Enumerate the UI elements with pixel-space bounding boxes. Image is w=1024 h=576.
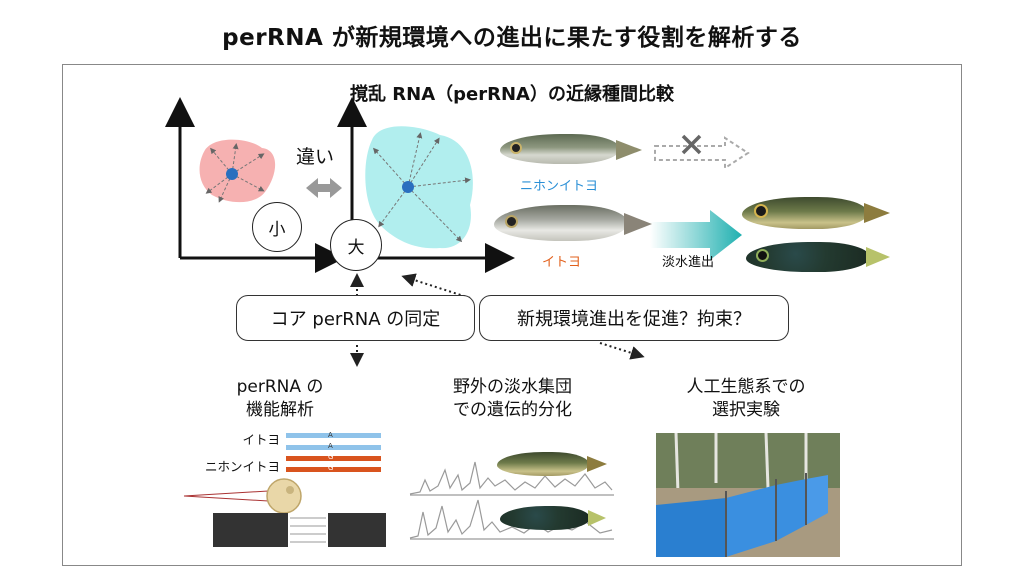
small-center-dot xyxy=(226,168,238,180)
itoyo-label: イトヨ xyxy=(542,255,582,270)
function-analysis-label: perRNA の 機能解析 xyxy=(205,376,355,422)
environment-question-box: 新規環境進出を促進？拘束？ xyxy=(479,295,789,341)
freshwater-arrow xyxy=(650,210,742,260)
selection-experiment-line1: 人工生態系での xyxy=(686,377,806,397)
core-perrna-box: コア perRNA の同定 xyxy=(236,295,475,341)
itoyo-fish-image xyxy=(494,203,654,245)
small-bubble: 小 xyxy=(252,202,302,252)
selection-experiment-label: 人工生態系での 選択実験 xyxy=(666,376,826,422)
seq-base: A xyxy=(328,431,333,439)
function-analysis-line1: perRNA の xyxy=(236,377,324,397)
difference-double-arrow xyxy=(306,178,342,198)
experiment-photo-graphic xyxy=(656,433,840,557)
large-center-dot xyxy=(402,181,414,193)
wild-population-label: 野外の淡水集団 での遺伝的分化 xyxy=(420,376,605,422)
seq-label-itoyo: イトヨ xyxy=(242,432,280,447)
microinjection-graphic xyxy=(183,478,302,514)
left-axes xyxy=(165,97,345,273)
large-bubble: 大 xyxy=(330,219,382,271)
nihon-itoyo-label: ニホンイトヨ xyxy=(520,179,599,194)
experiment-photo xyxy=(656,433,840,557)
seq-base: A xyxy=(328,442,333,450)
sequence-bars xyxy=(286,433,381,472)
wild-population-line1: 野外の淡水集団 xyxy=(453,377,572,397)
nihon-itoyo-fish-image xyxy=(500,132,645,168)
large-variance-cloud xyxy=(365,126,473,249)
page-title: perRNA が新規環境への進出に果たす役割を解析する xyxy=(222,25,802,51)
freshwater-label: 淡水進出 xyxy=(662,255,715,270)
seq-base: G xyxy=(328,464,334,472)
function-analysis-line2: 機能解析 xyxy=(246,400,314,420)
figure-frame xyxy=(62,64,962,566)
freshwater-fish-image-2 xyxy=(746,240,894,274)
freshwater-fish-image-1 xyxy=(742,195,894,233)
wild-population-line2: での遺伝的分化 xyxy=(453,400,572,420)
difference-label: 違い xyxy=(296,146,335,168)
figure-subtitle: 撹乱 RNA（perRNA）の近縁種間比較 xyxy=(350,84,674,105)
blocked-arrow xyxy=(654,136,750,170)
fst-plot-top xyxy=(409,461,614,496)
wild-fish-image-2 xyxy=(500,505,610,533)
seq-label-nihon: ニホンイトヨ xyxy=(204,459,280,474)
cross-icon xyxy=(681,134,702,155)
alignment-blocks xyxy=(213,513,386,547)
selection-experiment-line2: 選択実験 xyxy=(712,400,780,420)
seq-bases: A A G G xyxy=(328,430,333,474)
wild-fish-image-1 xyxy=(497,451,609,479)
seq-base: G xyxy=(328,453,334,461)
